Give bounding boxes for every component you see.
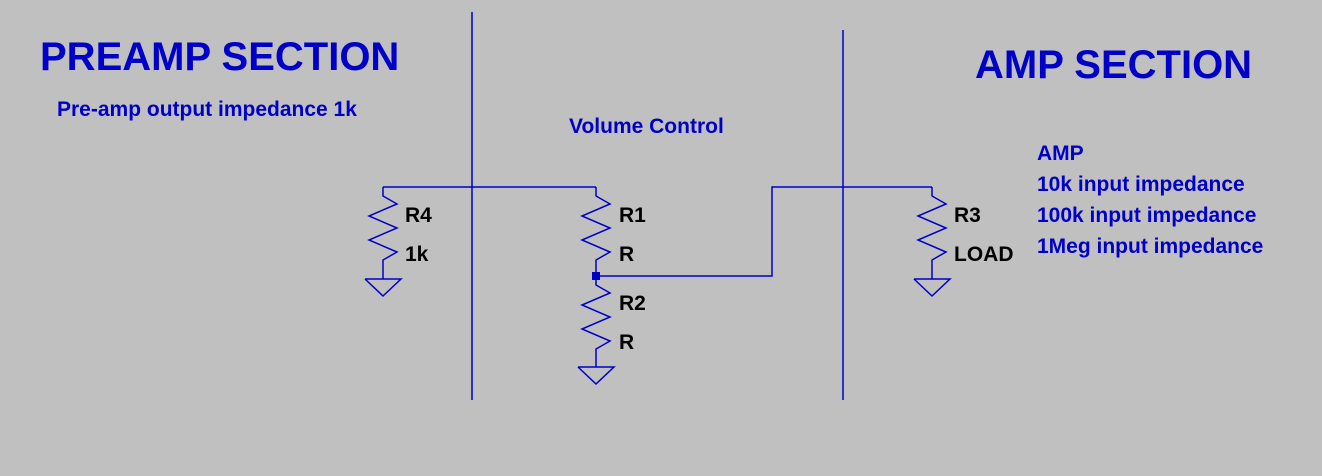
r3-name-label: R3 <box>954 204 981 227</box>
r1-value-label: R <box>619 243 635 266</box>
preamp-impedance-note: Pre-amp output impedance 1k <box>57 98 357 121</box>
resistor-r2[interactable] <box>577 276 616 386</box>
r2-name-label: R2 <box>619 292 646 315</box>
amp-note-1meg: 1Meg input impedance <box>1037 235 1264 258</box>
ground-symbol-r4 <box>364 278 403 298</box>
volume-control-title: Volume Control <box>569 115 724 138</box>
preamp-section-title: PREAMP SECTION <box>40 35 400 79</box>
amp-note-10k: 10k input impedance <box>1037 173 1245 196</box>
wiper-wire <box>596 186 932 277</box>
r1-name-label: R1 <box>619 204 646 227</box>
r3-value-label: LOAD <box>954 243 1014 266</box>
ground-symbol-r3 <box>913 278 952 298</box>
resistor-r4[interactable] <box>364 187 403 298</box>
amp-section-title: AMP SECTION <box>975 43 1253 87</box>
r4-name-label: R4 <box>405 204 432 227</box>
junction-node <box>592 272 600 280</box>
resistor-r1[interactable] <box>580 187 612 276</box>
r4-value-label: 1k <box>405 243 429 266</box>
amp-note-amp: AMP <box>1037 142 1084 165</box>
resistor-r3[interactable] <box>913 187 952 298</box>
amp-note-100k: 100k input impedance <box>1037 204 1257 227</box>
r2-value-label: R <box>619 331 635 354</box>
ground-symbol-r2 <box>577 366 616 386</box>
